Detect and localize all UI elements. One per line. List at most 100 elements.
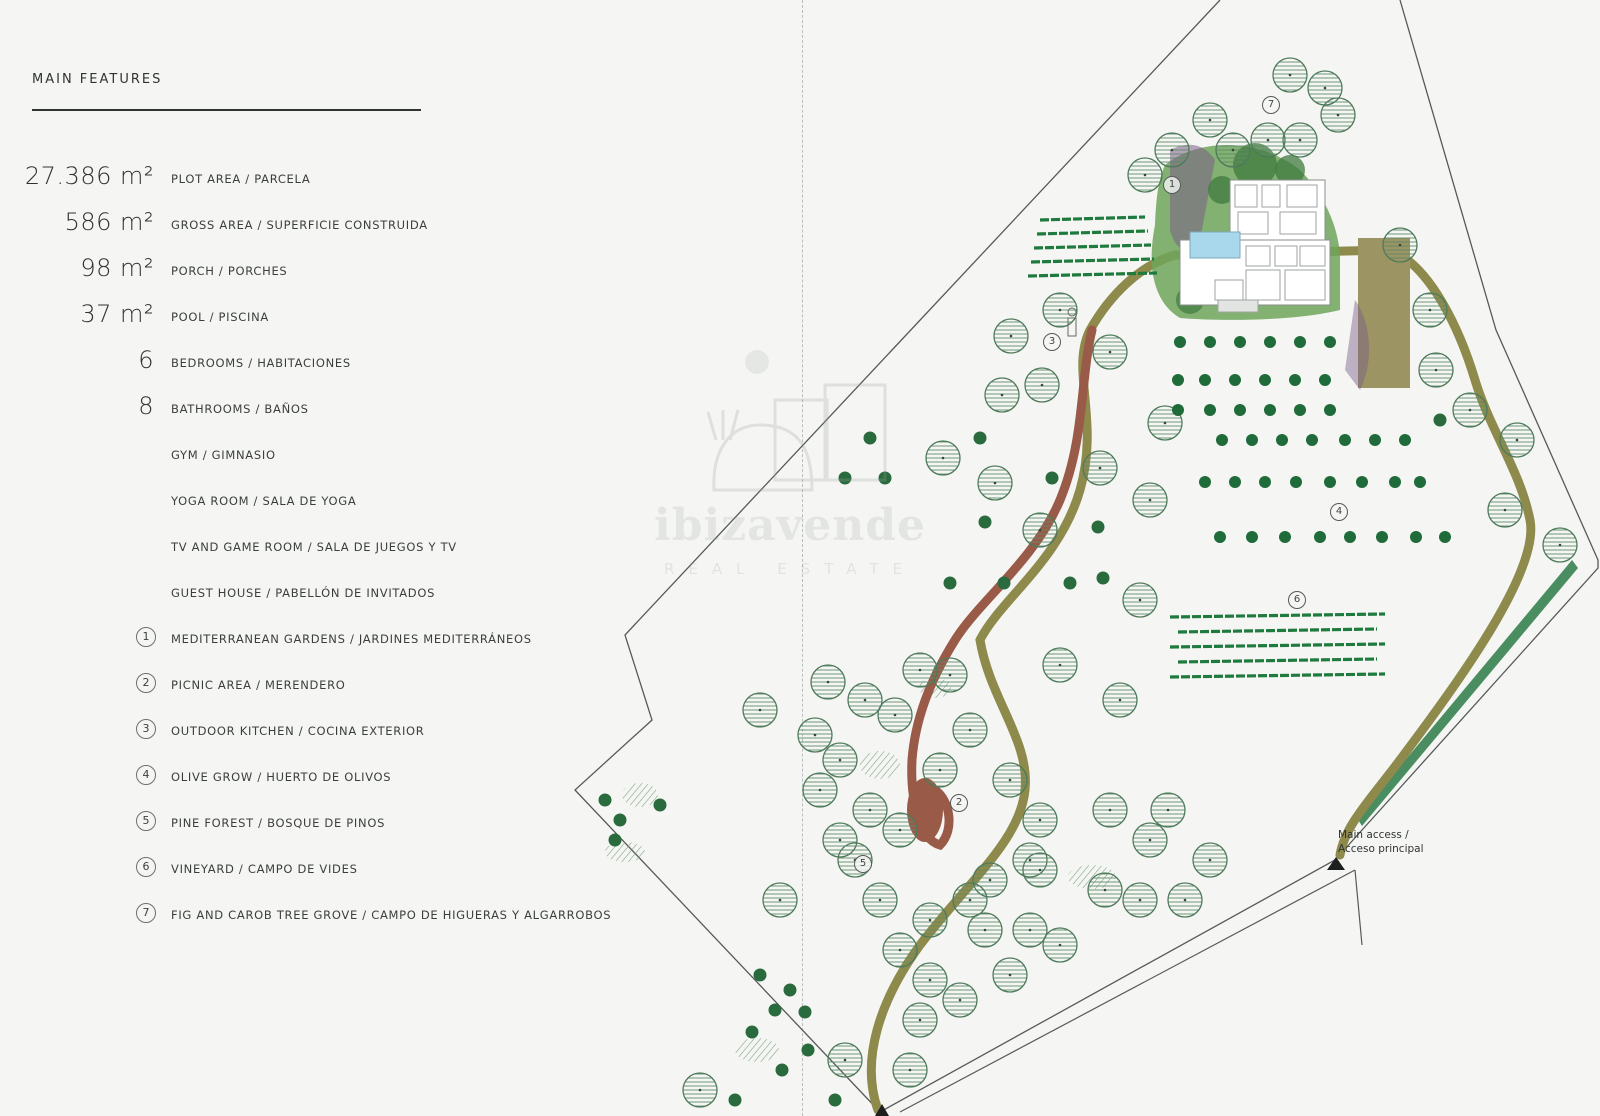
tree-center-dot <box>1323 86 1327 90</box>
feature-value: 6 <box>138 346 154 374</box>
olive-tree <box>1324 476 1336 488</box>
tree-center-dot <box>1428 308 1432 312</box>
vine-row <box>1039 215 1146 222</box>
tree-center-dot <box>1108 350 1112 354</box>
olive-tree <box>1172 374 1184 386</box>
shrub <box>943 576 957 590</box>
tree-center-dot <box>1138 898 1142 902</box>
tree-center-dot <box>1038 868 1042 872</box>
entrance-marker-icon <box>875 1104 889 1116</box>
shrub <box>613 813 627 827</box>
olive-tree <box>1199 476 1211 488</box>
olive-tree <box>1319 374 1331 386</box>
shrub <box>828 1093 842 1107</box>
olive-tree <box>1199 374 1211 386</box>
olive-tree <box>1376 531 1388 543</box>
olive-tree <box>1356 476 1368 488</box>
tree-center-dot <box>1103 888 1107 892</box>
parking-area <box>1358 238 1410 388</box>
zone-marker-6: 6 <box>1288 591 1306 609</box>
olive-tree <box>1339 434 1351 446</box>
olive-tree <box>1229 476 1241 488</box>
olive-tree <box>1259 476 1271 488</box>
tree-center-dot <box>1183 898 1187 902</box>
shrub <box>728 1093 742 1107</box>
olive-tree <box>1264 404 1276 416</box>
watermark-logo-icon <box>706 350 887 492</box>
main-access-marker-icon <box>1327 857 1345 870</box>
tree-center-dot <box>993 481 997 485</box>
area-label: PICNIC AREA / MERENDERO <box>171 678 346 692</box>
vineyard-rows <box>1027 215 1386 679</box>
olive-tree <box>1276 434 1288 446</box>
olive-tree <box>1439 531 1451 543</box>
swimming-pool <box>1189 231 1241 259</box>
olive-tree <box>1314 531 1326 543</box>
tree-center-dot <box>1008 778 1012 782</box>
area-label: PINE FOREST / BOSQUE DE PINOS <box>171 816 386 830</box>
feature-row: YOGA ROOM / SALA DE YOGA <box>32 494 612 524</box>
feature-label: YOGA ROOM / SALA DE YOGA <box>171 494 357 508</box>
tree-center-dot <box>698 1088 702 1092</box>
shrub <box>997 576 1011 590</box>
area-number-badge: 1 <box>136 627 156 647</box>
olive-tree <box>1234 336 1246 348</box>
tree-center-dot <box>863 698 867 702</box>
feature-label: PLOT AREA / PARCELA <box>171 172 311 186</box>
shrub <box>1096 571 1110 585</box>
plot-boundary <box>574 0 1221 1113</box>
vine-row <box>1033 243 1152 250</box>
feature-label: GROSS AREA / SUPERFICIE CONSTRUIDA <box>171 218 428 232</box>
tree-center-dot <box>928 918 932 922</box>
tree-center-dot <box>1468 408 1472 412</box>
olive-tree <box>1216 434 1228 446</box>
vine-row <box>1169 612 1386 619</box>
tree-center-dot <box>1336 113 1340 117</box>
feature-label: GYM / GIMNASIO <box>171 448 276 462</box>
tree-center-dot <box>893 713 897 717</box>
tree-center-dot <box>1058 663 1062 667</box>
zone-marker-3: 3 <box>1043 333 1061 351</box>
olive-tree <box>1279 531 1291 543</box>
shrub <box>608 833 622 847</box>
feature-label: PORCH / PORCHES <box>171 264 288 278</box>
olive-tree <box>1246 531 1258 543</box>
shrub <box>598 793 612 807</box>
tree-center-dot <box>1288 73 1292 77</box>
tree-center-dot <box>1098 466 1102 470</box>
tree-center-dot <box>1058 308 1062 312</box>
shrub <box>1091 520 1105 534</box>
page-fold <box>802 0 803 1116</box>
olive-tree <box>1344 531 1356 543</box>
feature-value: 586 m² <box>64 208 154 236</box>
olive-tree <box>1369 434 1381 446</box>
shrub <box>798 1005 812 1019</box>
shrub <box>1063 576 1077 590</box>
tree-center-dot <box>918 1018 922 1022</box>
feature-label: BATHROOMS / BAÑOS <box>171 402 309 416</box>
tree-center-dot <box>1231 148 1235 152</box>
olive-tree <box>1174 336 1186 348</box>
trees <box>682 57 1578 1108</box>
tree-center-dot <box>1118 698 1122 702</box>
vine-row <box>1177 627 1378 634</box>
vine-row <box>1177 657 1378 664</box>
road-edge <box>1354 869 1363 946</box>
feature-row: TV AND GAME ROOM / SALA DE JUEGOS Y TV <box>32 540 612 570</box>
tree-center-dot <box>813 733 817 737</box>
tree-center-dot <box>1208 858 1212 862</box>
shrub <box>978 515 992 529</box>
olive-tree <box>1172 404 1184 416</box>
tree-center-dot <box>988 878 992 882</box>
feature-label: GUEST HOUSE / PABELLÓN DE INVITADOS <box>171 586 436 600</box>
road-edge <box>899 869 1356 1113</box>
east-hedge <box>1357 560 1578 826</box>
tree-center-dot <box>1028 928 1032 932</box>
tree-center-dot <box>1166 808 1170 812</box>
watermark-subtext: REAL ESTATE <box>663 560 917 578</box>
tree-center-dot <box>1398 243 1402 247</box>
tree-center-dot <box>1108 808 1112 812</box>
